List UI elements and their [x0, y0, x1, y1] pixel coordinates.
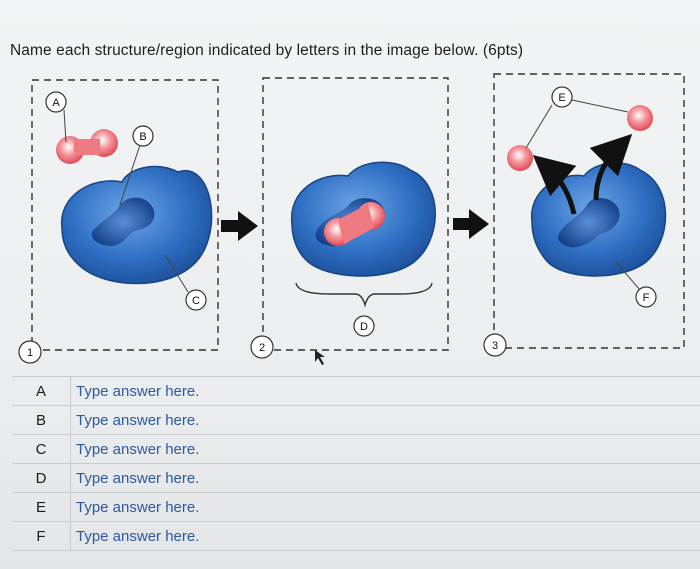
callout-b: B: [132, 125, 154, 147]
question-text: Name each structure/region indicated by …: [10, 42, 524, 59]
substrate-2: [324, 202, 385, 246]
step-3: 3: [483, 333, 507, 357]
answer-input-b[interactable]: [76, 411, 476, 429]
callout-e: E: [551, 86, 573, 108]
panel-2: [262, 77, 449, 365]
step-arrow-1: [221, 211, 258, 241]
callout-a-label: A: [52, 97, 60, 109]
callout-d: D: [353, 315, 375, 337]
step-2-label: 2: [259, 342, 265, 354]
panel-3: [493, 73, 685, 349]
callout-c: C: [185, 289, 207, 311]
answer-input-d[interactable]: [76, 469, 476, 487]
answer-row-f: F: [12, 521, 700, 551]
answer-input-f[interactable]: [76, 527, 476, 545]
answer-row-c: C: [12, 434, 700, 464]
step-2: 2: [250, 335, 274, 359]
callout-a: A: [45, 91, 67, 113]
panel-1: [31, 79, 219, 351]
answer-row-e: E: [12, 492, 700, 522]
callout-d-label: D: [360, 321, 368, 333]
answer-letter-d: D: [12, 463, 71, 493]
answer-input-e[interactable]: [76, 498, 476, 516]
callout-e-label: E: [558, 92, 565, 104]
callout-c-label: C: [192, 295, 200, 307]
answer-letter-c: C: [12, 434, 71, 464]
answer-row-a: A: [12, 376, 700, 406]
answer-letter-a: A: [12, 376, 71, 406]
callout-b-label: B: [139, 131, 146, 143]
step-3-label: 3: [492, 340, 498, 352]
answer-row-b: B: [12, 405, 700, 435]
answer-letter-b: B: [12, 405, 71, 435]
callout-f: F: [635, 286, 657, 308]
enzyme-diagram: A B C D E F 1 2: [18, 73, 685, 365]
answer-letter-f: F: [12, 521, 71, 551]
step-1: 1: [18, 340, 42, 364]
step-1-label: 1: [27, 347, 33, 359]
callout-f-label: F: [643, 292, 650, 304]
step-arrow-2: [453, 209, 489, 239]
answer-input-a[interactable]: [76, 382, 476, 400]
substrate-1: [56, 129, 118, 164]
answer-input-c[interactable]: [76, 440, 476, 458]
answer-row-d: D: [12, 463, 700, 493]
answer-letter-e: E: [12, 492, 71, 522]
enzyme-1: [61, 165, 213, 285]
answer-table: A B C D E F: [12, 376, 700, 551]
